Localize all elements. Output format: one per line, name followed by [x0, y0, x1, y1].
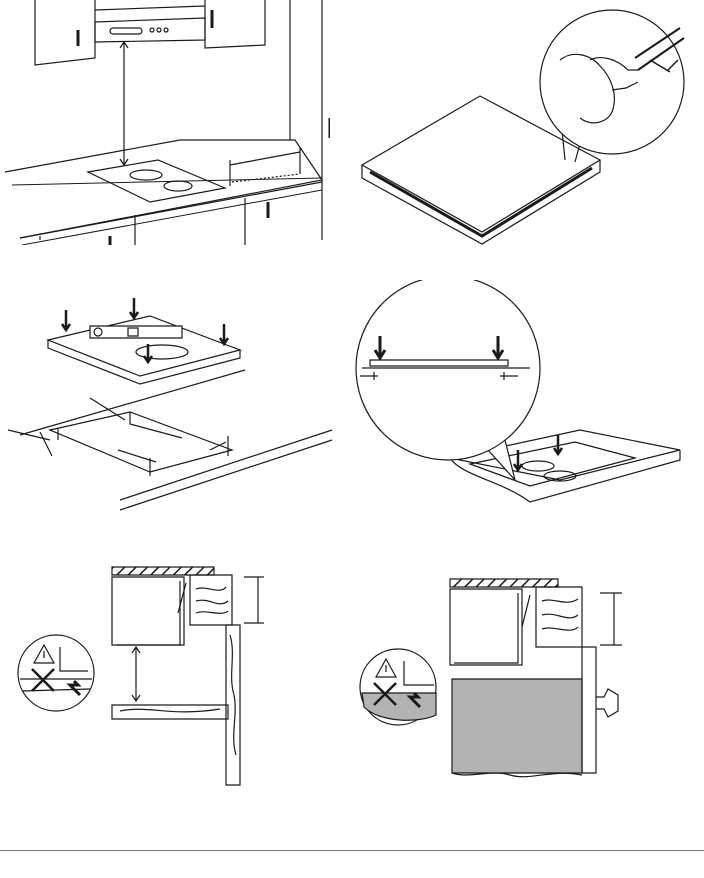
dimension-line [40, 432, 52, 456]
hob-glass-section [112, 567, 214, 575]
figure-level-placement [0, 290, 340, 520]
sealing-strip-icon [370, 168, 592, 236]
wall-cabinet-left [35, 0, 95, 65]
hood-clearance-drawing [0, 0, 330, 245]
clamp-detail [178, 583, 186, 613]
wood-shelf-icon [112, 705, 228, 719]
wood-grain [230, 635, 236, 755]
hob-body-shadow [116, 581, 180, 645]
worktop-front-edge [120, 440, 332, 510]
hob-icon [48, 316, 240, 376]
hob-body-section [112, 577, 184, 645]
wood-grain [120, 709, 220, 712]
wood-grain [542, 599, 578, 630]
figure-hood-clearance [0, 0, 330, 245]
seal-application-drawing [350, 0, 704, 245]
clamp-detail [522, 595, 530, 627]
press-down-drawing [350, 280, 704, 520]
figure-oven-warning [350, 565, 704, 785]
figure-shelf-warning [0, 555, 330, 790]
clearance-dimension-arrow [132, 647, 140, 701]
hob-burner [522, 461, 554, 471]
hob-body-shadow [454, 593, 518, 663]
level-placement-drawing [0, 290, 340, 520]
figure-press-down [350, 280, 704, 520]
side-clearance-dimension [230, 152, 300, 165]
worktop-wood-section [190, 575, 232, 625]
dimension-guide [232, 174, 300, 182]
worktop-front [12, 178, 322, 185]
detail-callout-icon [356, 280, 540, 460]
oven-knob-icon [596, 689, 618, 717]
oven-warning-drawing [350, 565, 704, 785]
worktop-cut-edge [450, 450, 680, 502]
oven-below-icon [452, 679, 582, 773]
hood-top-edge [95, 6, 205, 10]
shelf-warning-drawing [0, 555, 330, 790]
hob-body-section [450, 589, 522, 665]
press-arrow-icon [130, 298, 138, 318]
worktop-front-edge [120, 430, 332, 500]
press-arrow-icon [62, 310, 70, 330]
worktop-thickness-dimension [600, 593, 622, 645]
hob-glass-section [450, 579, 558, 587]
wall-cabinet-right [205, 0, 265, 48]
worktop-icon [5, 140, 322, 238]
detail-callout-icon [540, 10, 684, 154]
worktop-thickness-dimension [244, 577, 264, 623]
hob-burner [130, 170, 162, 180]
wood-grain [196, 587, 228, 613]
page-footer-rule [0, 850, 704, 851]
hob-burner [164, 181, 192, 191]
hood-light [110, 28, 142, 34]
cabinet-side [582, 647, 596, 773]
press-arrow-icon [220, 324, 228, 344]
hood-button [150, 28, 154, 32]
worktop-cutout-icon [50, 412, 232, 472]
warning-callout [18, 635, 94, 711]
hood-button [157, 28, 161, 32]
hood-button [164, 28, 168, 32]
figure-seal-application [350, 0, 704, 245]
